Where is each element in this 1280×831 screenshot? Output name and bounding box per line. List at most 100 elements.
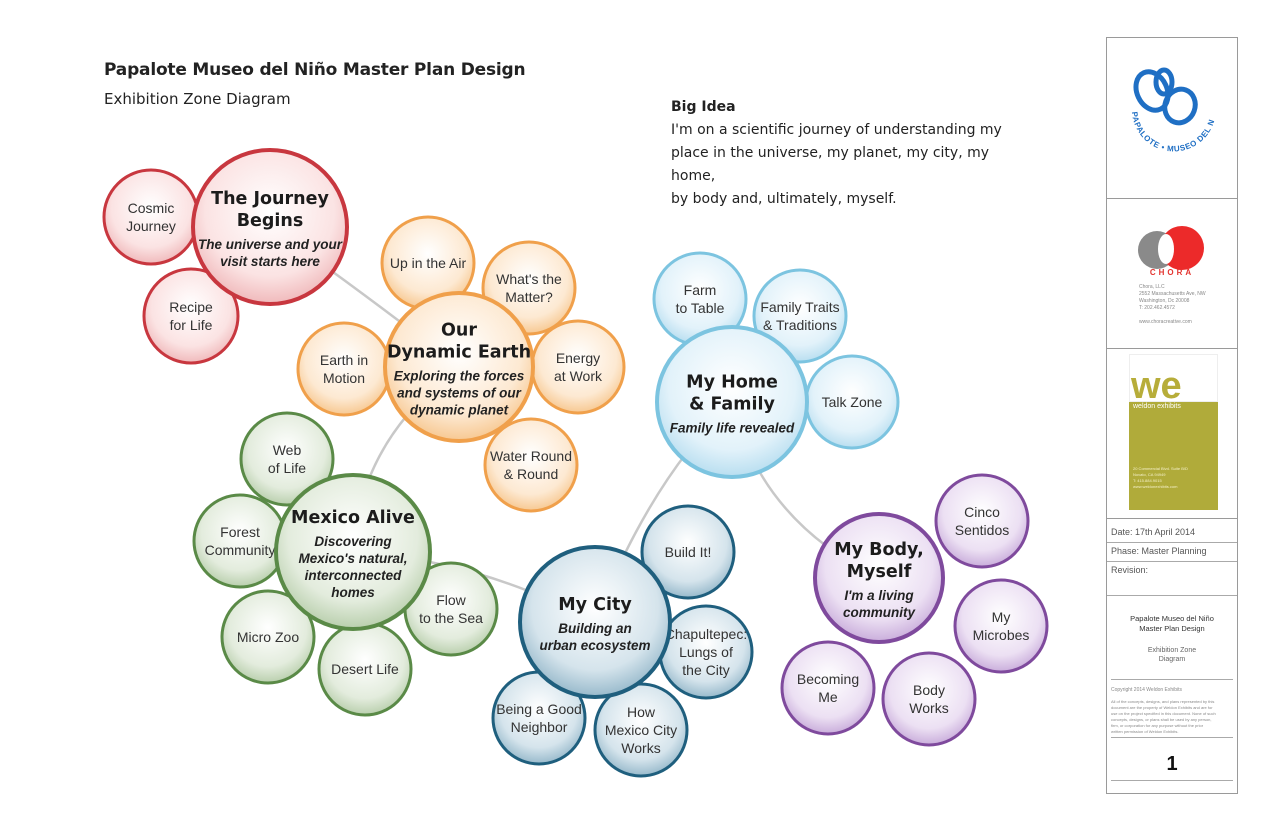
papalote-butterfly-logo: PAPALOTE • MUSEO DEL NIÑO bbox=[1104, 31, 1216, 154]
zone-description: Exploring the forces bbox=[394, 369, 525, 384]
zone-title: Myself bbox=[847, 562, 912, 582]
exhibit-label: Cinco bbox=[964, 504, 1000, 520]
exhibit-label: & Traditions bbox=[763, 317, 837, 333]
weldon-cell: we weldon exhibits 20 Commercial Blvd. S… bbox=[1107, 348, 1237, 519]
exhibit-label: Energy bbox=[556, 350, 600, 366]
exhibit-label: Becoming bbox=[797, 671, 859, 687]
exhibit-label: Cosmic bbox=[128, 200, 175, 216]
drawing-title: Exhibition Zone Diagram bbox=[1147, 647, 1197, 663]
exhibit-label: Lungs of bbox=[679, 644, 733, 660]
revision-field: Revision: bbox=[1111, 565, 1149, 575]
zone-description: Discovering bbox=[314, 534, 392, 549]
exhibit-bubble[interactable]: Recipe for Life bbox=[142, 267, 240, 365]
exhibit-label: to Table bbox=[676, 300, 725, 316]
exhibit-bubble[interactable]: Build It! bbox=[640, 504, 736, 600]
exhibit-bubble[interactable]: Desert Life bbox=[317, 621, 413, 717]
exhibit-label: Microbes bbox=[973, 627, 1030, 643]
zone-description: Mexico's natural, bbox=[299, 551, 408, 566]
sheet-number: 1 bbox=[1166, 753, 1178, 775]
legal-notice: All of the concepts, designs, and plans … bbox=[1111, 699, 1216, 734]
exhibit-label: of Life bbox=[268, 460, 306, 476]
exhibit-label: Mexico City bbox=[605, 722, 677, 738]
date-field: Date: 17th April 2014 bbox=[1111, 527, 1196, 537]
exhibit-label: & Round bbox=[504, 466, 558, 482]
big-idea-heading: Big Idea bbox=[671, 99, 736, 115]
zone-description: Building an bbox=[558, 621, 632, 636]
exhibit-label: My bbox=[992, 609, 1011, 625]
chora-info: Chora, LLC 2552 Massachusetts Ave, NW Wa… bbox=[1139, 284, 1206, 325]
exhibit-label: How bbox=[627, 704, 656, 720]
zone-description: community bbox=[843, 605, 917, 620]
zone-hub-circle bbox=[274, 473, 432, 631]
zone-description: The universe and your bbox=[198, 237, 343, 252]
exhibit-label: Works bbox=[909, 700, 948, 716]
zone-title: Dynamic Earth bbox=[387, 343, 531, 363]
phase-field: Phase: Master Planning bbox=[1111, 546, 1207, 556]
exhibit-label: Build It! bbox=[665, 544, 712, 560]
zone-title: Mexico Alive bbox=[291, 508, 415, 528]
exhibit-bubble[interactable]: Family Traits& Traditions bbox=[752, 268, 848, 364]
exhibit-label: Flow bbox=[436, 592, 466, 608]
big-idea-line: by body and, ultimately, myself. bbox=[671, 191, 897, 207]
exhibit-bubble[interactable]: Talk Zone bbox=[804, 354, 900, 450]
exhibit-bubble[interactable]: Micro Zoo bbox=[220, 589, 316, 685]
exhibit-bubble[interactable]: Up in the Air bbox=[380, 215, 476, 311]
zone-title: & Family bbox=[689, 395, 775, 415]
exhibit-label: Web bbox=[273, 442, 302, 458]
zone-hub-circle bbox=[383, 291, 535, 443]
exhibit-label: Neighbor bbox=[511, 719, 568, 735]
zone-title: My City bbox=[558, 595, 632, 615]
exhibit-label: Community bbox=[205, 542, 276, 558]
exhibit-circle bbox=[192, 493, 288, 589]
zone-hub-circle bbox=[655, 325, 809, 479]
project-title: Papalote Museo del Niño Master Plan Desi… bbox=[1130, 614, 1214, 633]
zone-description: Family life revealed bbox=[670, 421, 795, 436]
exhibit-circle bbox=[752, 268, 848, 364]
big-idea-line: place in the universe, my planet, my cit… bbox=[671, 145, 990, 184]
exhibit-label: Recipe bbox=[169, 299, 213, 315]
weldon-logo: we weldon exhibits 20 Commercial Blvd. S… bbox=[1129, 354, 1218, 510]
big-idea-line: I'm on a scientific journey of understan… bbox=[671, 122, 1002, 138]
exhibit-circle bbox=[530, 319, 626, 415]
exhibit-label: Micro Zoo bbox=[237, 629, 299, 645]
copyright: Copyright 2014 Weldon Exhibits bbox=[1111, 687, 1183, 693]
exhibit-circle bbox=[953, 578, 1049, 674]
exhibit-label: Sentidos bbox=[955, 522, 1009, 538]
zone-hub-circle bbox=[518, 545, 672, 699]
exhibit-label: the City bbox=[682, 662, 729, 678]
exhibit-bubble[interactable]: Water Round& Round bbox=[483, 417, 579, 513]
zone-description: homes bbox=[331, 585, 375, 600]
exhibit-label: for Life bbox=[170, 317, 213, 333]
exhibit-label: Works bbox=[621, 740, 660, 756]
exhibit-label: Earth in bbox=[320, 352, 368, 368]
exhibit-label: Forest bbox=[220, 524, 260, 540]
zone-title: My Home bbox=[686, 373, 778, 393]
page-subtitle: Exhibition Zone Diagram bbox=[104, 90, 291, 108]
zone-description: urban ecosystem bbox=[539, 638, 650, 653]
exhibit-circle bbox=[593, 682, 689, 778]
zone-title: My Body, bbox=[834, 540, 924, 560]
exhibit-bubble[interactable]: Web of Life bbox=[239, 411, 335, 507]
